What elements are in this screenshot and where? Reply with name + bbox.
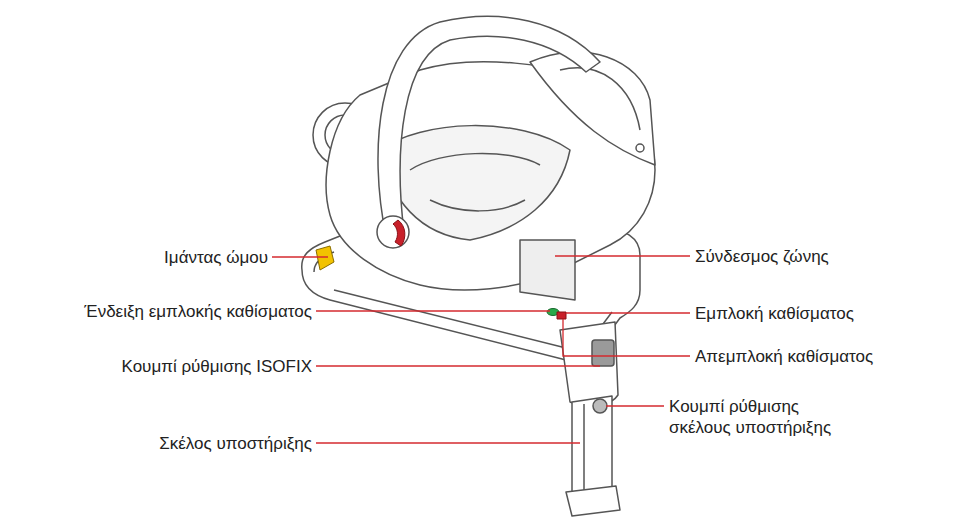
leader-line (563, 319, 690, 356)
part-label: Κουμπί ρύθμισης ISOFIX (122, 356, 313, 377)
part-label: Ένδειξη εμπλοκής καθίσματος (84, 301, 312, 322)
support-leg-edge (583, 404, 585, 490)
isofix-button (592, 340, 614, 366)
canopy-fold (560, 68, 640, 130)
part-label: Κουμπί ρύθμισης σκέλους υποστήριξης (669, 396, 864, 438)
leader-line (606, 405, 664, 406)
leg-adjust-button (593, 399, 607, 413)
leg-housing (560, 322, 618, 406)
leader-line (316, 365, 600, 366)
leader-line (566, 312, 690, 313)
leader-line (316, 442, 580, 443)
side-knob (636, 144, 644, 152)
seat-interior (380, 126, 570, 240)
handle-release-mark (393, 220, 405, 246)
part-label: Εμπλοκή καθίσματος (695, 303, 854, 324)
leader-line (272, 256, 328, 257)
part-label: Σκέλος υποστήριξης (159, 433, 312, 454)
seat-lock-slot (520, 240, 575, 300)
seat-pad (410, 154, 540, 211)
leader-line (555, 255, 690, 256)
part-label: Ιμάντας ώμου (164, 247, 268, 268)
support-foot (566, 486, 620, 516)
carry-handle (378, 16, 600, 236)
handle-pivot (377, 216, 409, 248)
part-label: Σύνδεσμος ζώνης (695, 246, 829, 267)
canopy (530, 52, 655, 165)
part-label: Απεμπλοκή καθίσματος (695, 346, 873, 367)
shoulder-strap (316, 246, 334, 270)
leader-line (316, 310, 550, 311)
support-leg (572, 396, 612, 492)
seat-lock (557, 312, 566, 319)
